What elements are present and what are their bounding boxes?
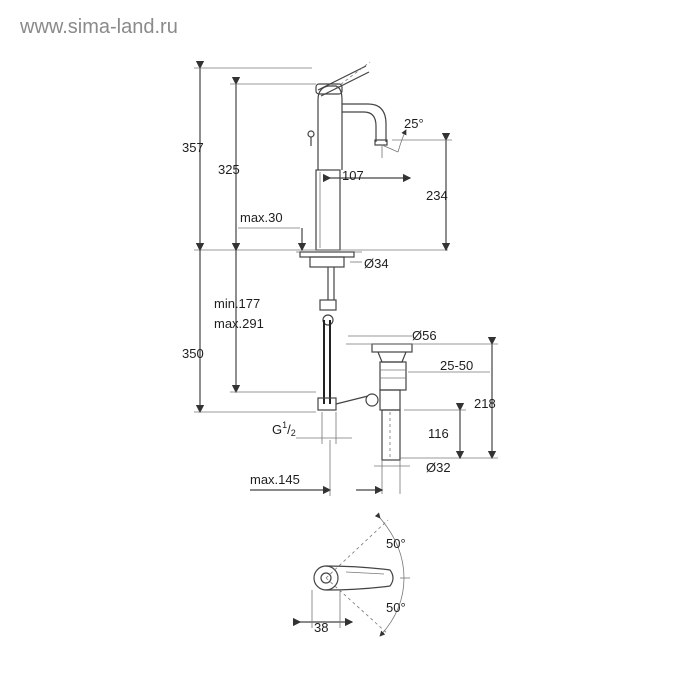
pop-up-drain [365, 343, 413, 461]
dimension-lines [194, 60, 498, 496]
dim-116: 116 [428, 426, 449, 441]
dim-357: 357 [182, 140, 204, 155]
watermark: www.sima-land.ru [20, 16, 178, 38]
dim-dia32: Ø32 [426, 460, 451, 475]
dim-max145: max.145 [250, 472, 300, 487]
dim-spout-reach: 107 [342, 168, 364, 183]
dim-325: 325 [218, 162, 240, 177]
g-thread-letter: G [272, 422, 282, 437]
dim-218: 218 [474, 396, 496, 411]
faucet-top-view [292, 512, 410, 637]
dim-max291: max.291 [214, 316, 264, 331]
dim-234: 234 [426, 188, 448, 203]
dim-dia34: Ø34 [364, 256, 389, 271]
g-thread-numerator: 1 [282, 420, 287, 430]
dim-angle-top: 50° [386, 536, 406, 551]
dim-38: 38 [314, 620, 328, 635]
dim-max30: max.30 [240, 210, 283, 225]
g-thread-slash: / [287, 422, 291, 437]
faucet-side-view [296, 61, 407, 411]
dim-25-50: 25-50 [440, 358, 473, 373]
dim-g-thread: G1/2 [272, 420, 296, 438]
g-thread-denominator: 2 [291, 428, 296, 438]
dim-dia56: Ø56 [412, 328, 437, 343]
dim-angle-bottom: 50° [386, 600, 406, 615]
dim-min177: min.177 [214, 296, 260, 311]
dim-350: 350 [182, 346, 204, 361]
dim-spout-angle: 25° [404, 116, 424, 131]
